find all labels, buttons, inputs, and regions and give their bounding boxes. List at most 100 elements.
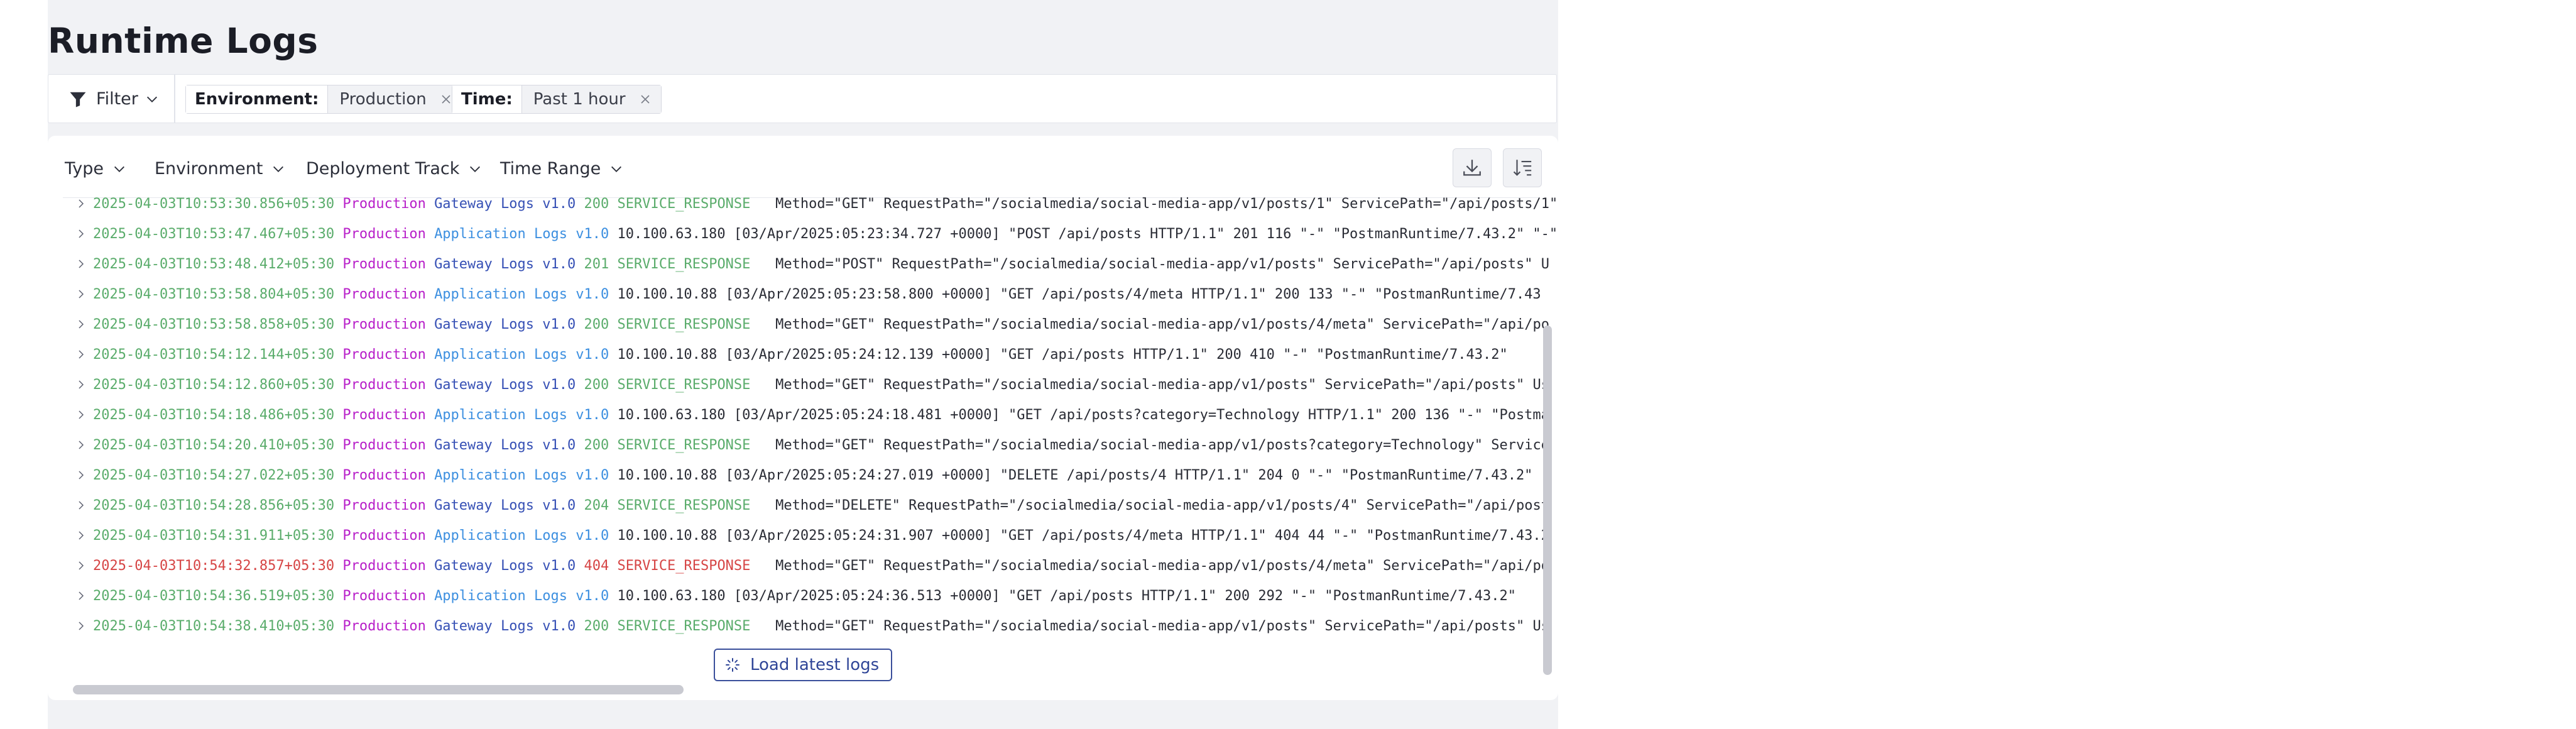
- log-status-code: 404: [584, 558, 609, 574]
- time-range-dropdown[interactable]: Time Range: [500, 158, 623, 180]
- chevron-right-icon[interactable]: [75, 349, 87, 360]
- chevron-right-icon[interactable]: [75, 319, 87, 330]
- log-status-code: 200: [584, 618, 609, 634]
- log-row[interactable]: 2025-04-03T10:53:58.804+05:30 Production…: [63, 280, 2576, 310]
- log-version: v1.0: [542, 618, 576, 634]
- download-button[interactable]: [1453, 148, 1492, 187]
- sort-button[interactable]: [1503, 148, 1542, 187]
- log-environment: Production: [342, 317, 426, 332]
- type-dropdown[interactable]: Type: [65, 158, 126, 180]
- log-row[interactable]: 2025-04-03T10:54:20.410+05:30 Production…: [63, 430, 2576, 461]
- filter-button[interactable]: Filter: [48, 75, 175, 123]
- chevron-right-icon[interactable]: [75, 560, 87, 571]
- log-version: v1.0: [542, 498, 576, 513]
- log-row[interactable]: 2025-04-03T10:54:36.519+05:30 Production…: [63, 581, 2576, 611]
- log-message: 10.100.63.180 [03/Apr/2025:05:24:18.481 …: [617, 407, 1549, 423]
- log-message: 10.100.10.88 [03/Apr/2025:05:23:58.800 +…: [617, 287, 1541, 302]
- filter-chip-environment: Environment: Production: [185, 85, 462, 114]
- log-type: SERVICE_RESPONSE: [617, 256, 751, 272]
- log-row[interactable]: 2025-04-03T10:54:12.860+05:30 Production…: [63, 370, 2576, 400]
- log-status-code: 201: [584, 256, 609, 272]
- environment-dropdown[interactable]: Environment: [155, 158, 285, 180]
- deployment-track-dropdown[interactable]: Deployment Track: [306, 158, 482, 180]
- log-timestamp: 2025-04-03T10:54:12.860+05:30: [93, 377, 335, 393]
- download-icon: [1463, 160, 1481, 176]
- log-row[interactable]: 2025-04-03T10:54:31.911+05:30 Production…: [63, 521, 2576, 551]
- log-status-code: 204: [584, 498, 609, 513]
- sort-descending-icon: [1513, 160, 1532, 176]
- log-row[interactable]: 2025-04-03T10:54:18.486+05:30 Production…: [63, 400, 2576, 430]
- log-source: Application Logs: [434, 468, 567, 483]
- chevron-right-icon[interactable]: [75, 409, 87, 420]
- chip-key: Environment:: [186, 85, 329, 113]
- horizontal-scrollbar[interactable]: [73, 685, 684, 694]
- page-title: Runtime Logs: [48, 21, 319, 61]
- chevron-right-icon[interactable]: [75, 258, 87, 270]
- chevron-right-icon[interactable]: [75, 530, 87, 541]
- log-message: Method="GET" RequestPath="/socialmedia/s…: [775, 377, 1549, 393]
- log-type: SERVICE_RESPONSE: [617, 196, 751, 212]
- chevron-right-icon[interactable]: [75, 379, 87, 390]
- log-status-code: 200: [584, 377, 609, 393]
- log-environment: Production: [342, 558, 426, 574]
- log-source: Application Logs: [434, 226, 567, 242]
- type-dropdown-label: Type: [65, 159, 104, 178]
- chevron-right-icon[interactable]: [75, 590, 87, 601]
- log-source: Gateway Logs: [434, 196, 535, 212]
- log-row[interactable]: 2025-04-03T10:54:27.022+05:30 Production…: [63, 461, 2576, 491]
- chevron-right-icon[interactable]: [75, 500, 87, 511]
- log-environment: Production: [342, 196, 426, 212]
- log-row[interactable]: 2025-04-03T10:53:30.856+05:30 Production…: [63, 189, 2576, 219]
- log-type: SERVICE_RESPONSE: [617, 618, 751, 634]
- log-message: Method="GET" RequestPath="/socialmedia/s…: [775, 437, 1549, 453]
- log-row[interactable]: 2025-04-03T10:53:58.858+05:30 Production…: [63, 310, 2576, 340]
- close-icon[interactable]: [640, 94, 651, 105]
- log-row[interactable]: 2025-04-03T10:54:38.410+05:30 Production…: [63, 611, 2576, 642]
- chevron-right-icon[interactable]: [75, 228, 87, 239]
- chevron-right-icon[interactable]: [75, 469, 87, 481]
- environment-dropdown-label: Environment: [155, 159, 263, 178]
- vertical-scrollbar[interactable]: [1543, 326, 1552, 675]
- log-message: 10.100.63.180 [03/Apr/2025:05:23:34.727 …: [617, 226, 1558, 242]
- chip-value: Production: [328, 85, 462, 113]
- chevron-right-icon[interactable]: [75, 288, 87, 300]
- log-message: Method="GET" RequestPath="/socialmedia/s…: [775, 618, 1549, 634]
- log-row[interactable]: 2025-04-03T10:54:12.144+05:30 Production…: [63, 340, 2576, 370]
- log-message: 10.100.10.88 [03/Apr/2025:05:24:31.907 +…: [617, 528, 1549, 544]
- log-version: v1.0: [576, 407, 609, 423]
- log-source: Application Logs: [434, 588, 567, 604]
- log-version: v1.0: [542, 437, 576, 453]
- log-type: SERVICE_RESPONSE: [617, 317, 751, 332]
- filter-button-label: Filter: [96, 89, 138, 109]
- log-timestamp: 2025-04-03T10:54:32.857+05:30: [93, 558, 335, 574]
- log-message: 10.100.10.88 [03/Apr/2025:05:24:12.139 +…: [617, 347, 1508, 363]
- log-environment: Production: [342, 287, 426, 302]
- close-icon[interactable]: [440, 94, 452, 105]
- load-latest-logs-button[interactable]: Load latest logs: [714, 649, 892, 681]
- log-timestamp: 2025-04-03T10:53:48.412+05:30: [93, 256, 335, 272]
- log-timestamp: 2025-04-03T10:53:47.467+05:30: [93, 226, 335, 242]
- chevron-down-icon: [273, 166, 284, 172]
- log-row[interactable]: 2025-04-03T10:53:48.412+05:30 Production…: [63, 249, 2576, 280]
- chevron-right-icon[interactable]: [75, 198, 87, 209]
- log-row[interactable]: 2025-04-03T10:54:32.857+05:30 Production…: [63, 551, 2576, 581]
- log-row[interactable]: 2025-04-03T10:54:28.856+05:30 Production…: [63, 491, 2576, 521]
- log-timestamp: 2025-04-03T10:54:12.144+05:30: [93, 347, 335, 363]
- log-version: v1.0: [576, 287, 609, 302]
- log-row[interactable]: 2025-04-03T10:53:47.467+05:30 Production…: [63, 219, 2576, 249]
- log-status-code: 200: [584, 437, 609, 453]
- log-version: v1.0: [576, 588, 609, 604]
- chevron-down-icon: [114, 166, 124, 172]
- logs-panel: Type Environment Deployment Track Time R…: [48, 136, 1558, 700]
- chevron-right-icon[interactable]: [75, 439, 87, 451]
- log-environment: Production: [342, 528, 426, 544]
- chip-value-text: Past 1 hour: [533, 90, 626, 109]
- log-type: SERVICE_RESPONSE: [617, 498, 751, 513]
- log-environment: Production: [342, 437, 426, 453]
- deployment-track-dropdown-label: Deployment Track: [306, 159, 460, 178]
- chevron-right-icon[interactable]: [75, 620, 87, 632]
- log-status-code: 200: [584, 317, 609, 332]
- log-timestamp: 2025-04-03T10:53:30.856+05:30: [93, 196, 335, 212]
- log-timestamp: 2025-04-03T10:54:20.410+05:30: [93, 437, 335, 453]
- page: Runtime Logs Filter Environment: Product…: [48, 0, 1558, 729]
